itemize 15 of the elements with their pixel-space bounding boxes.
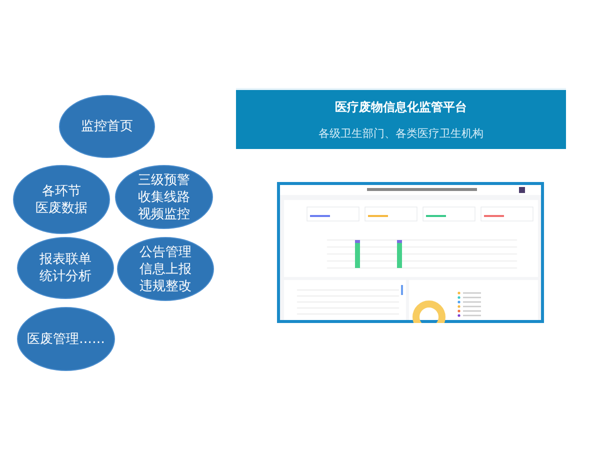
- banner-title: 医疗废物信息化监管平台: [335, 98, 467, 116]
- feature-text: 报表联单: [40, 251, 92, 268]
- banner-subtitle: 各级卫生部门、各类医疗卫生机构: [318, 126, 484, 140]
- feature-text: 三级预警: [138, 172, 190, 188]
- feature-text: 医废数据: [36, 200, 88, 216]
- feature-text: 视频监控: [138, 206, 190, 222]
- feature-text: 违规整改: [140, 278, 192, 294]
- feature-text: 收集线路: [138, 188, 190, 206]
- feature-text: 信息上报: [140, 260, 192, 278]
- feature-text: 统计分析: [40, 268, 92, 285]
- feature-text: 医废管理……: [27, 330, 105, 348]
- feature-text: 监控首页: [81, 118, 133, 135]
- feature-text: 各环节: [42, 182, 81, 200]
- feature-text: 公告管理: [140, 244, 192, 260]
- title-banner: [236, 88, 566, 149]
